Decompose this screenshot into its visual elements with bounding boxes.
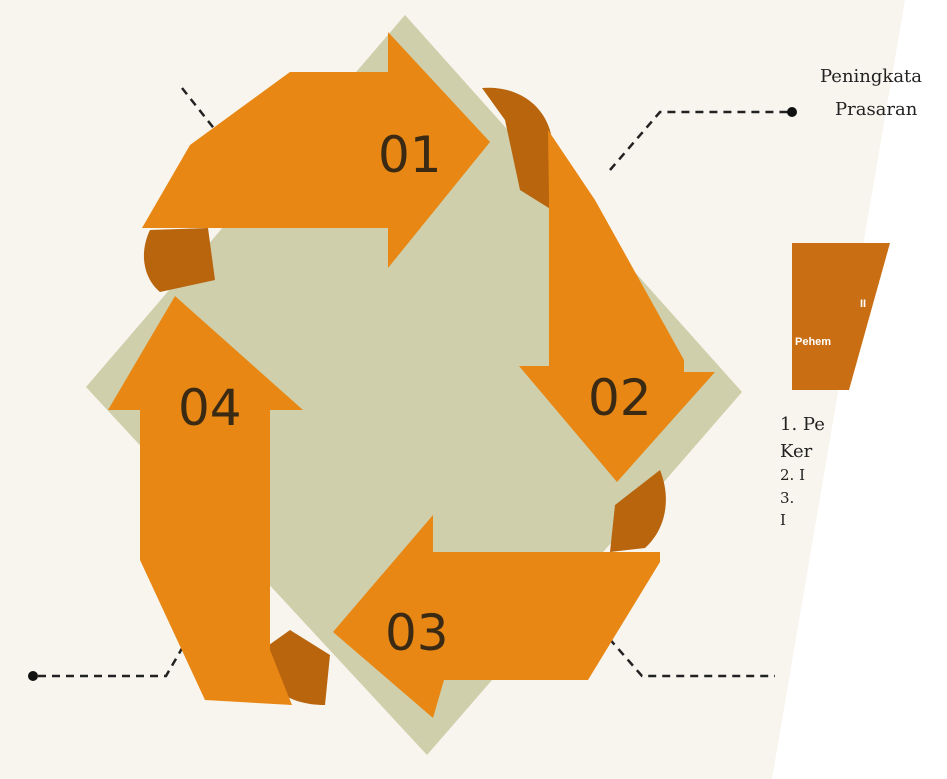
note-top-right-line1: Peningkata xyxy=(820,66,922,87)
connector-bottom-right xyxy=(599,627,775,678)
background-right-white xyxy=(772,0,947,779)
list-line2: Ker xyxy=(780,441,813,462)
connector-dot-bottom-left xyxy=(28,671,38,681)
arrow-04 xyxy=(108,296,303,705)
box-line2: Pehem xyxy=(795,336,831,348)
arrow-02 xyxy=(519,130,715,482)
step-number-04: 04 xyxy=(178,379,242,437)
arrows xyxy=(108,32,715,718)
list-line5: I xyxy=(780,511,786,529)
box-line1: II xyxy=(860,298,866,310)
list-line3: 2. I xyxy=(780,466,805,484)
arrow-01 xyxy=(142,32,490,268)
fold-top-right xyxy=(482,87,552,210)
list-line4: 3. xyxy=(780,489,794,507)
list-line1: 1. Pe xyxy=(780,414,825,435)
note-top-right-line2: Prasaran xyxy=(835,99,918,120)
orange-box xyxy=(792,243,890,390)
fold-left xyxy=(143,228,215,292)
step-number-03: 03 xyxy=(385,604,449,662)
step-number-02: 02 xyxy=(588,369,652,427)
arrow-03 xyxy=(333,515,660,718)
step-number-01: 01 xyxy=(378,126,442,184)
fold-bottom-right xyxy=(610,470,666,552)
connector-dot-top-right xyxy=(787,107,797,117)
connector-top-right xyxy=(609,110,790,171)
